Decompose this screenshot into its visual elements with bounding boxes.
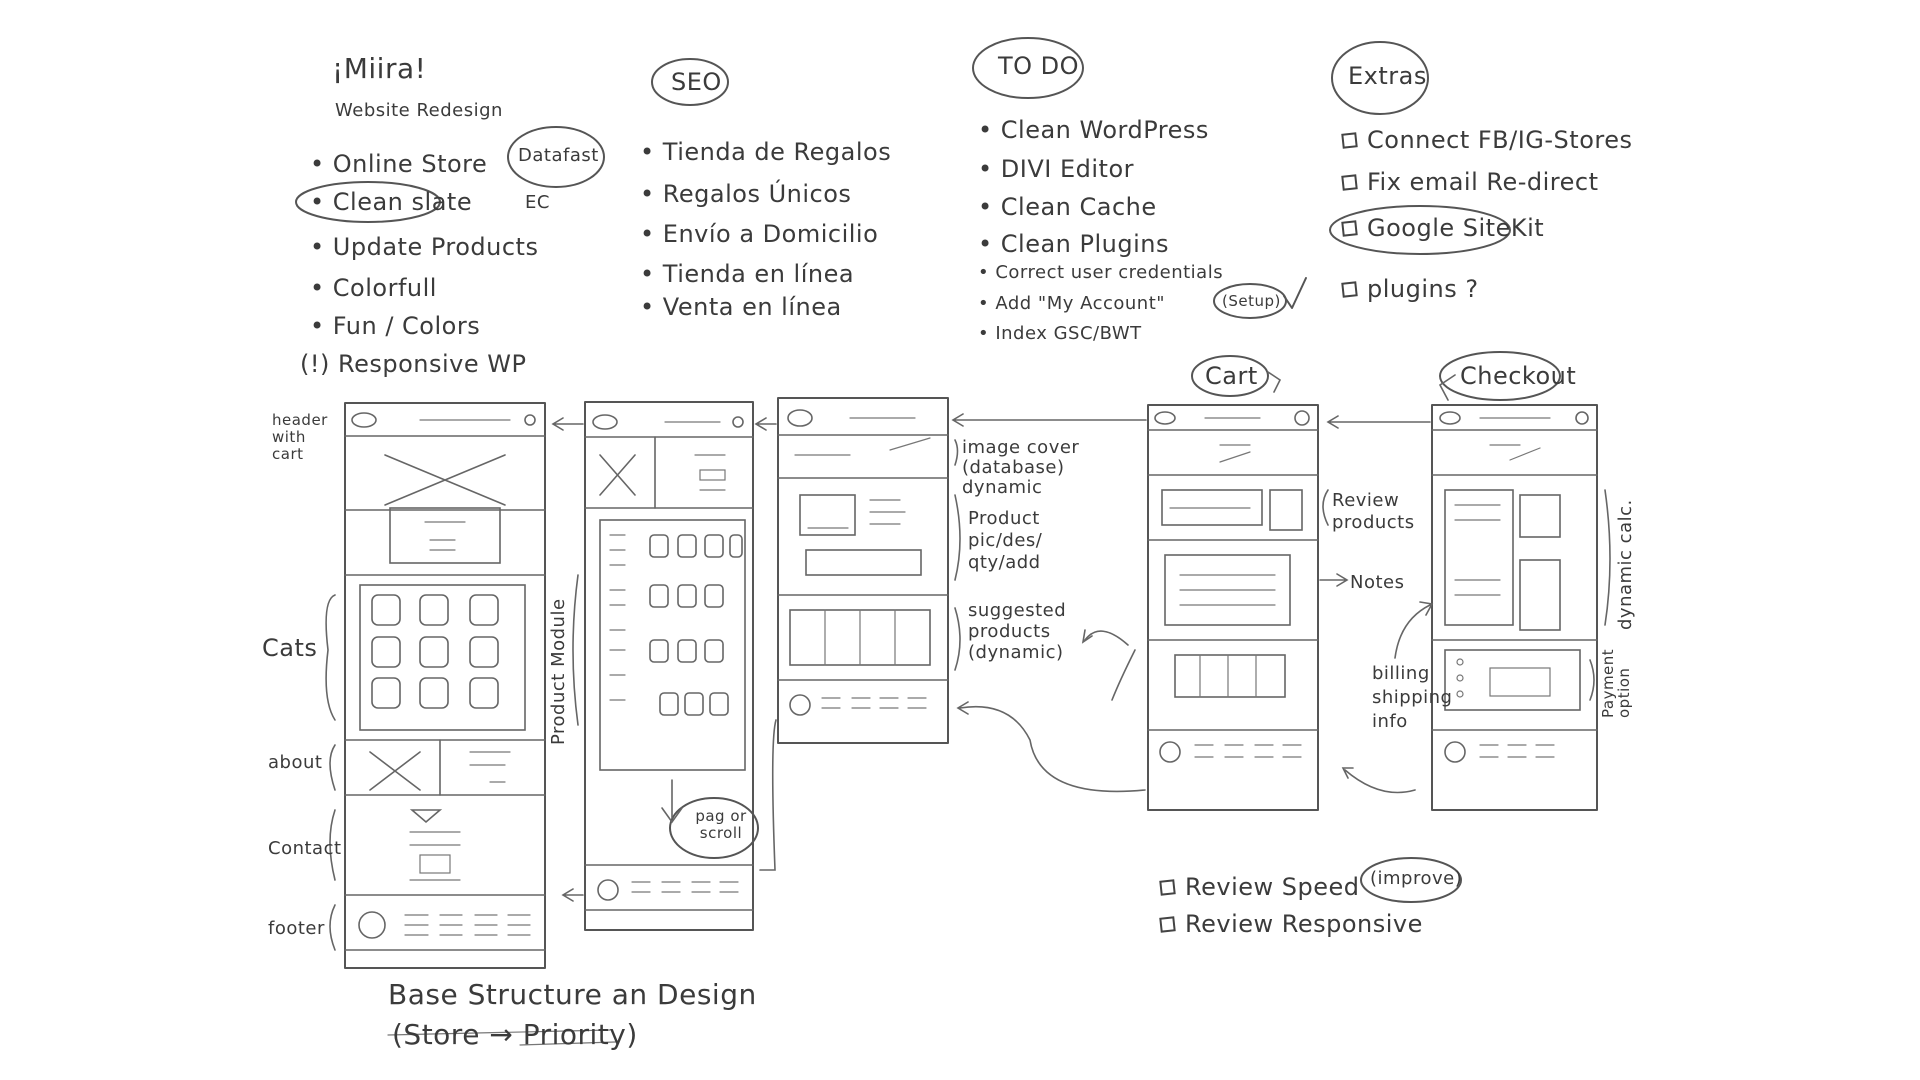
- extras-item-1-label: Connect FB/IG-Stores: [1367, 126, 1633, 154]
- circle-google-sitekit: [1329, 205, 1511, 255]
- circle-extras: [1331, 41, 1429, 115]
- header-bullet-3: • Update Products: [310, 233, 539, 261]
- label-contact: Contact: [268, 838, 342, 859]
- label-cats: Cats: [262, 634, 318, 662]
- circle-seo: [651, 58, 729, 106]
- circle-todo: [972, 37, 1084, 99]
- ec-note: EC: [525, 192, 550, 213]
- brand-title: ¡Miira!: [332, 52, 427, 85]
- checkout-title: Checkout: [1460, 362, 1577, 390]
- label-product-pic: Product pic/des/ qty/add: [968, 508, 1043, 573]
- header-bullet-1: • Online Store: [310, 150, 488, 178]
- screen-home: [344, 402, 546, 969]
- todo-item-2: • DIVI Editor: [978, 155, 1134, 183]
- label-review-products: Review products: [1332, 490, 1415, 533]
- checkbox-icon: [1159, 879, 1176, 896]
- header-bullet-4: • Colorfull: [310, 274, 437, 302]
- todo-item-4: • Clean Plugins: [978, 230, 1169, 258]
- seo-title: SEO: [671, 68, 722, 96]
- seo-item-4: • Tienda en línea: [640, 260, 855, 288]
- circle-datafast: [507, 126, 605, 188]
- todo-item-3: • Clean Cache: [978, 193, 1157, 221]
- datafast-note: Datafast: [518, 145, 599, 166]
- circle-cart: [1191, 355, 1269, 397]
- extras-item-4: plugins ?: [1341, 275, 1479, 303]
- extras-item-3: Google SiteKit: [1341, 214, 1545, 242]
- label-product-module: Product Module: [548, 598, 569, 745]
- caption-line-2: (Store → Priority): [392, 1018, 638, 1051]
- responsive-note: (!) Responsive WP: [300, 350, 527, 378]
- extras-item-2: Fix email Re-direct: [1341, 168, 1599, 196]
- label-dynamic-calc: dynamic calc.: [1615, 499, 1636, 630]
- label-suggested-products: suggested products (dynamic): [968, 600, 1067, 663]
- label-image-cover: image cover (database) dynamic: [962, 437, 1080, 498]
- flow-arrows: [551, 371, 1456, 902]
- circle-pag-scroll: [669, 797, 759, 859]
- screen-cart: [1147, 404, 1319, 811]
- review-item-2: Review Responsive: [1159, 910, 1423, 938]
- project-subtitle: Website Redesign: [335, 100, 503, 121]
- seo-item-2: • Regalos Únicos: [640, 180, 852, 208]
- extras-title: Extras: [1348, 62, 1427, 90]
- screen-product-list: [584, 401, 754, 931]
- header-bullet-5: • Fun / Colors: [310, 312, 481, 340]
- review-item-1: Review Speed: [1159, 873, 1360, 901]
- circle-checkout: [1439, 351, 1561, 401]
- label-billing-shipping: billing shipping info: [1372, 663, 1453, 732]
- label-footer: footer: [268, 918, 325, 939]
- checkbox-icon: [1341, 220, 1358, 237]
- extras-item-4-label: plugins ?: [1367, 275, 1479, 303]
- circle-clean-slate: [295, 181, 441, 223]
- checkbox-icon: [1341, 281, 1358, 298]
- todo-item-6: • Add "My Account": [978, 293, 1166, 314]
- todo-item-1: • Clean WordPress: [978, 116, 1209, 144]
- setup-note: (Setup): [1222, 292, 1281, 310]
- cart-title: Cart: [1205, 362, 1258, 390]
- extras-item-3-label: Google SiteKit: [1367, 214, 1545, 242]
- todo-item-5: • Correct user credentials: [978, 262, 1224, 283]
- label-about: about: [268, 752, 323, 773]
- label-payment-option: Payment option: [1599, 648, 1633, 718]
- screen-product-detail: [777, 397, 949, 744]
- label-pag-or-scroll: pag or scroll: [695, 807, 747, 842]
- todo-title: TO DO: [998, 52, 1080, 80]
- todo-item-7: • Index GSC/BWT: [978, 323, 1142, 344]
- header-bullet-2: • Clean slate: [310, 188, 473, 216]
- circle-setup: [1213, 283, 1287, 319]
- seo-item-3: • Envío a Domicilio: [640, 220, 879, 248]
- improve-note: (improve): [1370, 868, 1463, 889]
- extras-item-2-label: Fix email Re-direct: [1367, 168, 1599, 196]
- seo-item-1: • Tienda de Regalos: [640, 138, 892, 166]
- extras-item-1: Connect FB/IG-Stores: [1341, 126, 1633, 154]
- seo-item-5: • Venta en línea: [640, 293, 842, 321]
- label-header-with-cart: header with cart: [272, 411, 328, 463]
- review-item-2-label: Review Responsive: [1185, 910, 1423, 938]
- review-item-1-label: Review Speed: [1185, 873, 1360, 901]
- checkbox-icon: [1341, 132, 1358, 149]
- checkbox-icon: [1159, 916, 1176, 933]
- label-notes: Notes: [1350, 572, 1405, 593]
- caption-line-1: Base Structure an Design: [388, 978, 757, 1011]
- screen-checkout: [1431, 404, 1598, 811]
- checkbox-icon: [1341, 174, 1358, 191]
- circle-improve: [1360, 857, 1462, 903]
